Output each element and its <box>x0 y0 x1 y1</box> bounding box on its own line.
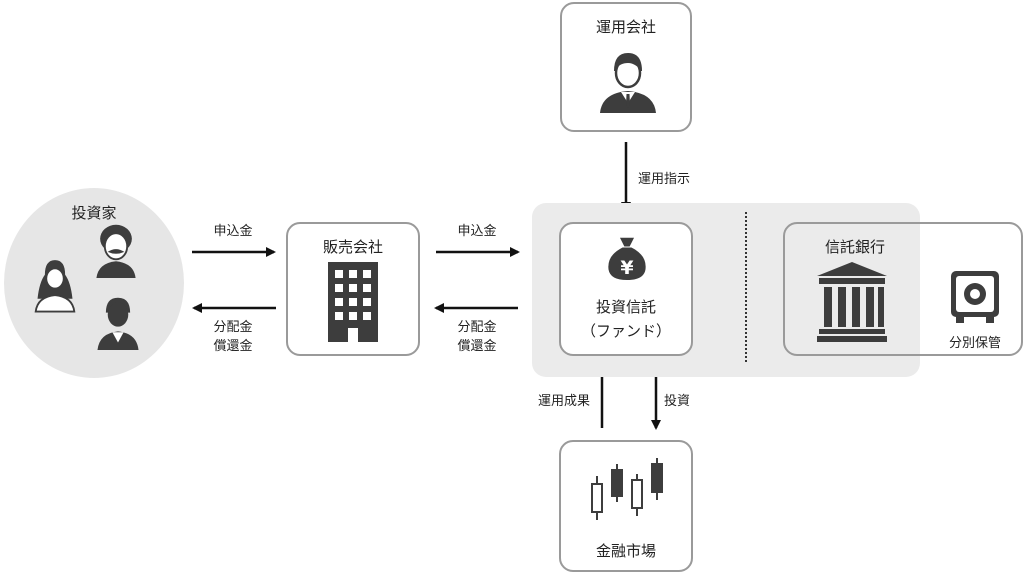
label-management-instruction: 運用指示 <box>637 172 690 187</box>
fund-title-line1: 投資信託 <box>595 298 656 316</box>
management-company-box: 運用会社 <box>560 2 692 132</box>
label-distributor-redemption: 償還金 <box>457 339 497 354</box>
investor-group: 投資家 <box>4 188 184 378</box>
panel-divider <box>745 212 747 362</box>
label-distributor-subscription: 申込金 <box>457 224 497 239</box>
label-investor-distribution: 分配金 <box>213 320 253 335</box>
label-investor-redemption: 償還金 <box>213 339 253 354</box>
money-bag-icon <box>608 237 646 280</box>
businessman-icon <box>600 53 656 113</box>
yen-symbol: ¥ <box>620 257 634 279</box>
investment-trust-fund-box: ¥ 投資信託 （ファンド） <box>559 222 693 356</box>
man-suit-investor-icon <box>97 297 139 350</box>
label-investment: 投資 <box>663 394 690 409</box>
distributor-box: 販売会社 <box>286 222 420 356</box>
distributor-title: 販売会社 <box>322 238 383 256</box>
segregated-custody-label: 分別保管 <box>948 336 1001 351</box>
bank-building-icon <box>817 262 887 342</box>
financial-market-box: 金融市場 <box>559 440 693 572</box>
financial-market-title: 金融市場 <box>595 542 656 560</box>
label-distributor-distribution: 分配金 <box>457 320 497 335</box>
woman-investor-icon <box>34 260 76 313</box>
label-investor-subscription: 申込金 <box>213 224 253 239</box>
office-building-icon <box>328 262 378 342</box>
trust-bank-box: 信託銀行 分別保管 <box>783 222 1023 356</box>
fund-title-line2: （ファンド） <box>580 322 671 340</box>
management-company-title: 運用会社 <box>595 18 656 36</box>
trust-bank-title: 信託銀行 <box>824 238 885 256</box>
candlestick-chart-icon <box>591 458 663 520</box>
label-investment-result: 運用成果 <box>537 394 590 409</box>
investor-title: 投資家 <box>71 204 117 222</box>
label-distributor-returns: 分配金 償還金 <box>444 318 510 356</box>
man-mustache-investor-icon <box>96 224 136 278</box>
label-investor-returns: 分配金 償還金 <box>200 318 266 356</box>
safe-icon <box>951 271 999 323</box>
